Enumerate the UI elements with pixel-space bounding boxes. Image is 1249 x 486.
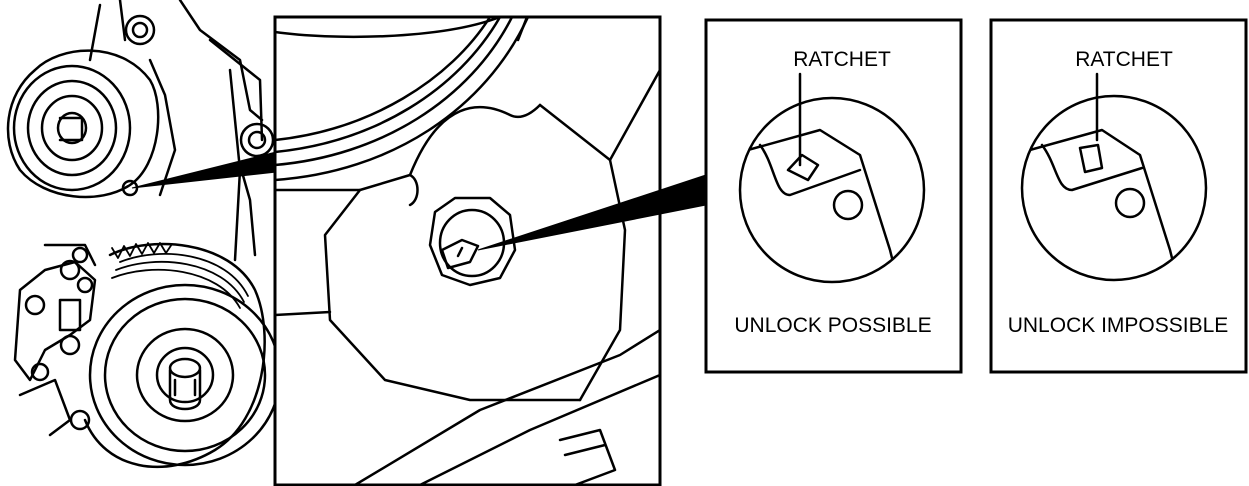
ratchet-access-hole bbox=[428, 196, 517, 287]
zoomed-tensioner-view bbox=[273, 15, 707, 486]
engine-overview-illustration bbox=[6, 0, 282, 469]
crankshaft-pulley bbox=[83, 242, 282, 469]
ratchet-label-impossible: RATCHET bbox=[1075, 48, 1173, 71]
caption-unlock-impossible: UNLOCK IMPOSSIBLE bbox=[1008, 314, 1229, 337]
ratchet-label-possible: RATCHET bbox=[793, 48, 891, 71]
lower-bracket bbox=[13, 243, 97, 437]
tensioner-hole-marker bbox=[121, 179, 139, 197]
zoom-pointer-1 bbox=[131, 151, 277, 189]
detail-unlock-impossible: RATCHET UNLOCK IMPOSSIBLE bbox=[989, 18, 1248, 374]
caption-unlock-possible: UNLOCK POSSIBLE bbox=[734, 314, 931, 337]
detail-unlock-possible: RATCHET UNLOCK POSSIBLE bbox=[704, 18, 963, 374]
tensioner-pulley bbox=[6, 49, 160, 199]
